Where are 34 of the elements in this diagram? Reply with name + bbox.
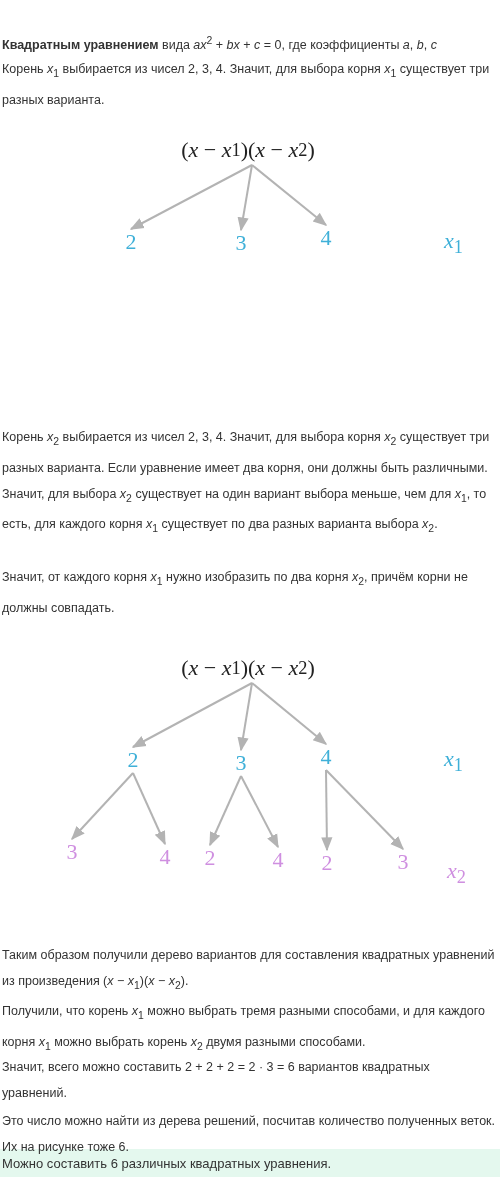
arrow bbox=[325, 769, 404, 850]
arrow bbox=[209, 775, 242, 847]
arrow bbox=[321, 769, 333, 852]
number-label: 3 bbox=[395, 849, 411, 875]
arrow bbox=[132, 772, 166, 846]
number-label: 2 bbox=[123, 229, 139, 255]
number-label: 3 bbox=[233, 750, 249, 776]
paragraph: Получили, что корень x$_{1}$ можно выбрать тремя разными способами, и для каждого корня x$_{1}$ можно выбрать корень x$_{2}$ двумя разными способами. bbox=[2, 1003, 486, 1053]
number-label: 3 bbox=[64, 839, 80, 865]
variable-label: x$_{1}$ bbox=[444, 228, 463, 260]
arrow bbox=[251, 164, 328, 226]
number-label: 4 bbox=[318, 225, 334, 251]
variable-label: x$_{1}$ bbox=[444, 746, 463, 778]
number-label: 4 bbox=[270, 847, 286, 873]
variable-label: x$_{2}$ bbox=[447, 858, 466, 890]
arrow bbox=[237, 164, 253, 232]
arrow bbox=[131, 682, 253, 748]
paragraph: Корень x$_{1}$ выбирается из чисел 2, 3, 4. Значит, для выбора корня x$_{1}$ существует три разных варианта. bbox=[2, 61, 491, 109]
arrow bbox=[240, 775, 279, 849]
number-label: 4 bbox=[318, 744, 334, 770]
paragraph: Квадратным уравнением вида ax$^{2}$ + bx + c = 0, где коэффициенты a, b, c bbox=[2, 34, 438, 55]
paragraph: Таким образом получили дерево вариантов для составления квадратных уравнений из произведения (x − x$_{1}$)(x − x$_{2}$). bbox=[2, 947, 496, 993]
number-label: 2 bbox=[319, 850, 335, 876]
paragraph: Значит, от каждого корня x$_{1}$ нужно изобразить по два корня x$_{2}$, причём корни не должны совпадать. bbox=[2, 569, 469, 617]
arrow bbox=[129, 164, 253, 230]
arrow bbox=[251, 682, 328, 745]
paragraph: Корень x$_{2}$ выбирается из чисел 2, 3, 4. Значит, для выбора корня x$_{2}$ существует три разных варианта. Если уравнение имеет два корня, они должны быть различными. Значит, для выбора x$_{2}$ существует на один вариант выбора меньше, чем для x$_{1}$, то есть, для каждого корня x$_{1}$ существует по два разных варианта выбора x$_{2}$. bbox=[2, 429, 491, 536]
number-label: 3 bbox=[233, 230, 249, 256]
number-label: 2 bbox=[202, 845, 218, 871]
paragraph: Значит, всего можно составить 2 + 2 + 2 = 2 · 3 = 6 вариантов квадратных уравнений. bbox=[2, 1059, 431, 1102]
number-label: 2 bbox=[125, 747, 141, 773]
arrow bbox=[237, 682, 253, 752]
arrow bbox=[71, 772, 134, 841]
number-label: 4 bbox=[157, 844, 173, 870]
